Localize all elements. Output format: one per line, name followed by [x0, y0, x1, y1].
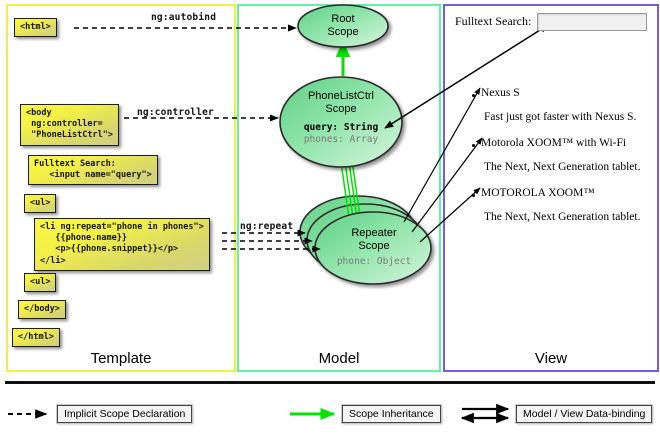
- legend-item-implicit-scope-declaration: Implicit Scope Declaration: [55, 404, 194, 424]
- code-box-body-close[interactable]: </body>: [18, 300, 66, 320]
- code-box-body-open[interactable]: <body ng:controller= "PhoneListCtrl">: [20, 104, 119, 146]
- phone-name: MOTOROLA XOOM™: [481, 187, 595, 199]
- edge-label-ng-controller: ng:controller: [137, 107, 214, 118]
- edge-label-ng-repeat: ng:repeat: [240, 221, 294, 232]
- phone-snippet: The Next, Next Generation tablet.: [484, 211, 641, 223]
- fulltext-search-label: Fulltext Search:: [455, 14, 532, 28]
- panel-model-label: Model: [318, 350, 360, 367]
- code-box-html-close[interactable]: </html>: [12, 328, 60, 348]
- list-bullet: [472, 94, 475, 97]
- legend-arrows: [8, 403, 510, 424]
- legend-item-model-view-data-binding: Model / View Data-binding: [514, 404, 654, 424]
- phone-snippet: The Next, Next Generation tablet.: [484, 161, 641, 173]
- legend-item-scope-inheritance: Scope Inheritance: [341, 404, 442, 424]
- panel-model: Model: [237, 4, 441, 372]
- list-bullet: [472, 194, 475, 197]
- edge-label-ng-autobind: ng:autobind: [151, 12, 217, 23]
- code-box-html-open[interactable]: <html>: [14, 18, 57, 38]
- legend-divider: [5, 381, 655, 384]
- phone-name: Nexus S: [481, 87, 520, 99]
- code-box-li-repeat[interactable]: <li ng:repeat="phone in phones"> {{phone…: [34, 218, 210, 271]
- fulltext-search-input[interactable]: [537, 13, 647, 31]
- code-box-fulltext-search[interactable]: Fulltext Search: <input name="query">: [28, 155, 158, 186]
- code-box-ul-open[interactable]: <ul>: [24, 194, 57, 214]
- phone-snippet: Fast just got faster with Nexus S.: [484, 111, 637, 123]
- panel-view-label: View: [534, 350, 568, 367]
- panel-template-label: Template: [90, 350, 152, 367]
- code-box-ul-close[interactable]: <ul>: [24, 273, 57, 293]
- phone-name: Motorola XOOM™ with Wi-Fi: [481, 137, 627, 149]
- list-bullet: [472, 144, 475, 147]
